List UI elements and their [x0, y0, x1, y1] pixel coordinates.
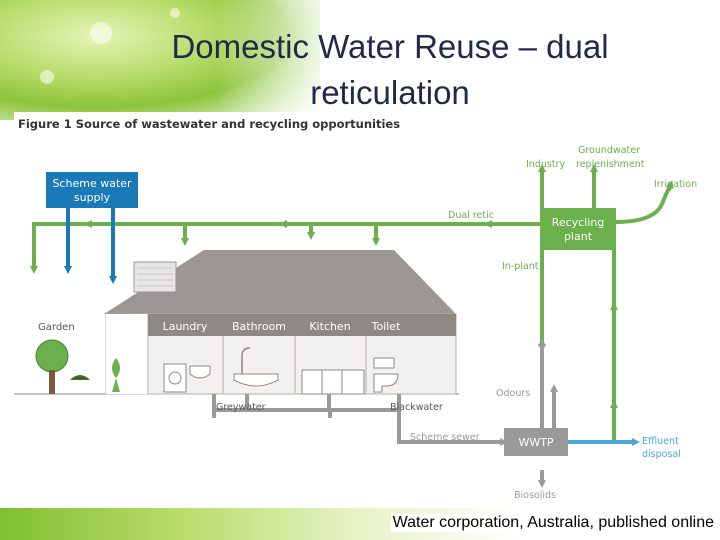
room-label-kitchen: Kitchen — [309, 320, 350, 333]
water-reuse-diagram: Figure 1 Source of wastewater and recycl… — [14, 117, 697, 501]
room-label-bathroom: Bathroom — [232, 320, 286, 333]
scheme-supply-label-1: Scheme water — [52, 177, 132, 190]
label-industry: Industry — [526, 159, 565, 170]
label-effluent-1: Effluent — [642, 436, 679, 447]
potted-plant-icon — [112, 358, 120, 392]
slide-title: Domestic Water Reuse – dual reticulation — [171, 28, 609, 111]
room-label-toilet: Toilet — [371, 320, 401, 333]
background-fade — [0, 0, 720, 120]
solar-panel — [133, 261, 177, 293]
scheme-water-supply-box — [46, 172, 138, 208]
recycling-plant-box — [540, 208, 616, 250]
hose-reel-icon — [70, 375, 90, 380]
figure-panel: Figure 1 Source of wastewater and recycl… — [14, 112, 704, 508]
scheme-water-pipes — [64, 208, 117, 284]
dual-retic-pipes — [30, 164, 674, 440]
tree-icon — [35, 339, 69, 373]
room-header-band — [148, 314, 456, 336]
bokeh-dot — [170, 8, 180, 18]
label-dual-retic: Dual retic — [448, 210, 494, 221]
label-in-plant: In-plant — [502, 261, 539, 272]
recycling-plant-label-2: plant — [564, 230, 593, 243]
figure-caption: Figure 1 Source of wastewater and recycl… — [18, 117, 400, 131]
wwtp-box — [504, 428, 568, 456]
house-veranda — [106, 314, 148, 394]
toilet-cistern-icon — [373, 357, 395, 369]
label-groundwater-2: replenishment — [576, 159, 645, 170]
label-blackwater: Blackwater — [390, 402, 443, 413]
scheme-supply-label-2: supply — [74, 191, 111, 204]
label-scheme-sewer: Scheme sewer — [410, 432, 480, 443]
shower-icon — [241, 347, 251, 374]
label-groundwater-1: Groundwater — [578, 145, 640, 156]
bokeh-dot — [90, 22, 112, 44]
kitchen-bench-icon — [301, 369, 365, 395]
wwtp-label: WWTP — [518, 436, 553, 449]
sewer-pipes — [212, 342, 546, 488]
tree-trunk — [49, 370, 55, 394]
recycling-plant-label-1: Recycling — [552, 216, 605, 229]
label-biosolids: Biosolids — [514, 490, 556, 501]
label-irrigation: Irrigation — [654, 179, 697, 190]
label-odours: Odours — [496, 388, 530, 399]
bokeh-dot — [40, 70, 54, 84]
house-roof — [104, 250, 456, 314]
bathtub-icon — [233, 373, 279, 387]
label-greywater: Greywater — [216, 402, 266, 413]
washing-machine-icon — [163, 363, 187, 393]
label-garden: Garden — [38, 322, 75, 333]
label-effluent-2: disposal — [642, 449, 681, 460]
source-credit: Water corporation, Australia, published … — [390, 514, 716, 532]
laundry-sink-icon — [189, 365, 211, 379]
toilet-bowl-icon — [373, 373, 399, 393]
room-label-laundry: Laundry — [163, 320, 208, 333]
